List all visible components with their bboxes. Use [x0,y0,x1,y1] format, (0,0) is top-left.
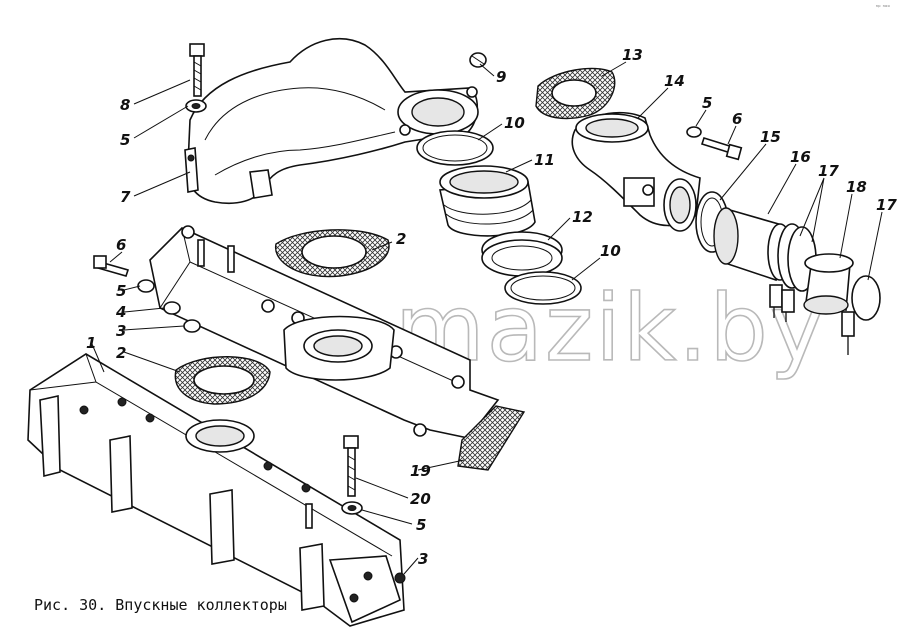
bolt-20 [343,435,359,497]
nut-3-lower [394,572,406,584]
sleeve-11 [439,165,536,237]
washer-4 [163,301,181,315]
callout-12: 12 [572,208,593,226]
ring-12 [481,231,563,277]
callout-2: 2 [116,344,126,362]
elbow-14 [571,111,701,232]
callout-5: 5 [116,282,126,300]
callout-3: 3 [418,550,428,568]
callout-6: 6 [116,236,126,254]
callout-17: 17 [876,196,897,214]
washer-5-right [686,126,702,138]
corner-mark: ⁿᵖ ⁿᵒᵒ [875,4,890,11]
seal-ring-10-upper [416,130,494,166]
seal-ring-10-lower [504,271,582,305]
callout-6: 6 [732,110,742,128]
washer-5 [185,99,207,113]
callout-5: 5 [702,94,712,112]
stud-lower [305,503,313,529]
callout-5: 5 [120,131,130,149]
leader-lines [91,61,883,575]
callout-4: 4 [115,303,126,321]
gasket-2-lower [174,356,271,405]
callout-18: 18 [846,178,867,196]
callout-9: 9 [496,68,506,86]
callout-11: 11 [534,151,555,169]
washer-5-lower-hole [347,505,357,511]
callout-3: 3 [116,322,126,340]
callout-10: 10 [504,114,525,132]
gasket-13 [535,67,616,120]
callout-1: 1 [86,334,96,352]
nut-3-left [183,319,201,333]
hose-18 [803,253,854,315]
washer-5-left [137,279,155,293]
callout-13: 13 [622,46,643,64]
callout-14: 14 [664,72,685,90]
bolt-6-left [93,255,130,277]
callout-7: 7 [120,188,131,206]
studs [197,239,235,273]
callout-20: 20 [410,490,431,508]
callout-19: 19 [410,462,431,480]
clamp-17-right [841,275,881,355]
callout-17: 17 [818,162,839,180]
gasket-2-upper [275,229,390,278]
elbow-pipe [184,37,479,205]
bolt-8 [189,43,205,97]
callout-16: 16 [790,148,811,166]
callout-10: 10 [600,242,621,260]
callout-15: 15 [760,128,781,146]
sleeve-16 [713,207,793,282]
callouts: 8 5 7 9 10 11 13 14 5 6 15 16 17 18 17 1… [86,46,897,568]
seal-ring-10-lower-inner [510,275,576,301]
plug-9 [469,52,487,68]
callout-8: 8 [120,96,130,114]
manifold-lower [27,353,405,627]
callout-5: 5 [416,516,426,534]
figure-caption: Рис. 30. Впускные коллекторы [34,596,287,614]
callout-2: 2 [396,230,406,248]
bolt-6-right [700,137,743,161]
seal-ring-10-upper-inner [422,134,488,162]
manifold-upper [149,225,500,439]
